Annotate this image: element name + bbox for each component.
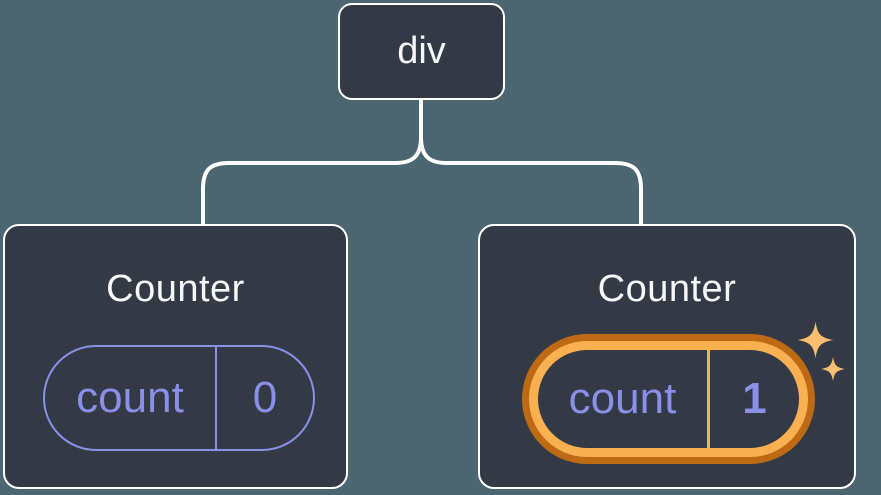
tree-node-counter-right: Counter count 1 <box>478 224 856 489</box>
state-name: count <box>45 347 217 449</box>
connector-left-branch <box>201 135 423 228</box>
state-value: 1 <box>742 374 767 423</box>
tree-node-counter-left: Counter count 0 <box>3 224 348 489</box>
component-title: Counter <box>597 268 737 310</box>
state-pill: count 0 <box>43 345 315 451</box>
connector-right-branch <box>419 135 643 228</box>
highlight-ring-outer: count 1 <box>522 334 815 464</box>
node-label: div <box>397 30 446 72</box>
state-name: count <box>538 350 710 448</box>
component-title: Counter <box>106 268 245 310</box>
state-value: 0 <box>252 373 278 422</box>
highlight-ring-inner: count 1 <box>529 341 808 457</box>
tree-node-div: div <box>338 3 505 100</box>
state-pill-highlighted: count 1 <box>538 350 799 448</box>
